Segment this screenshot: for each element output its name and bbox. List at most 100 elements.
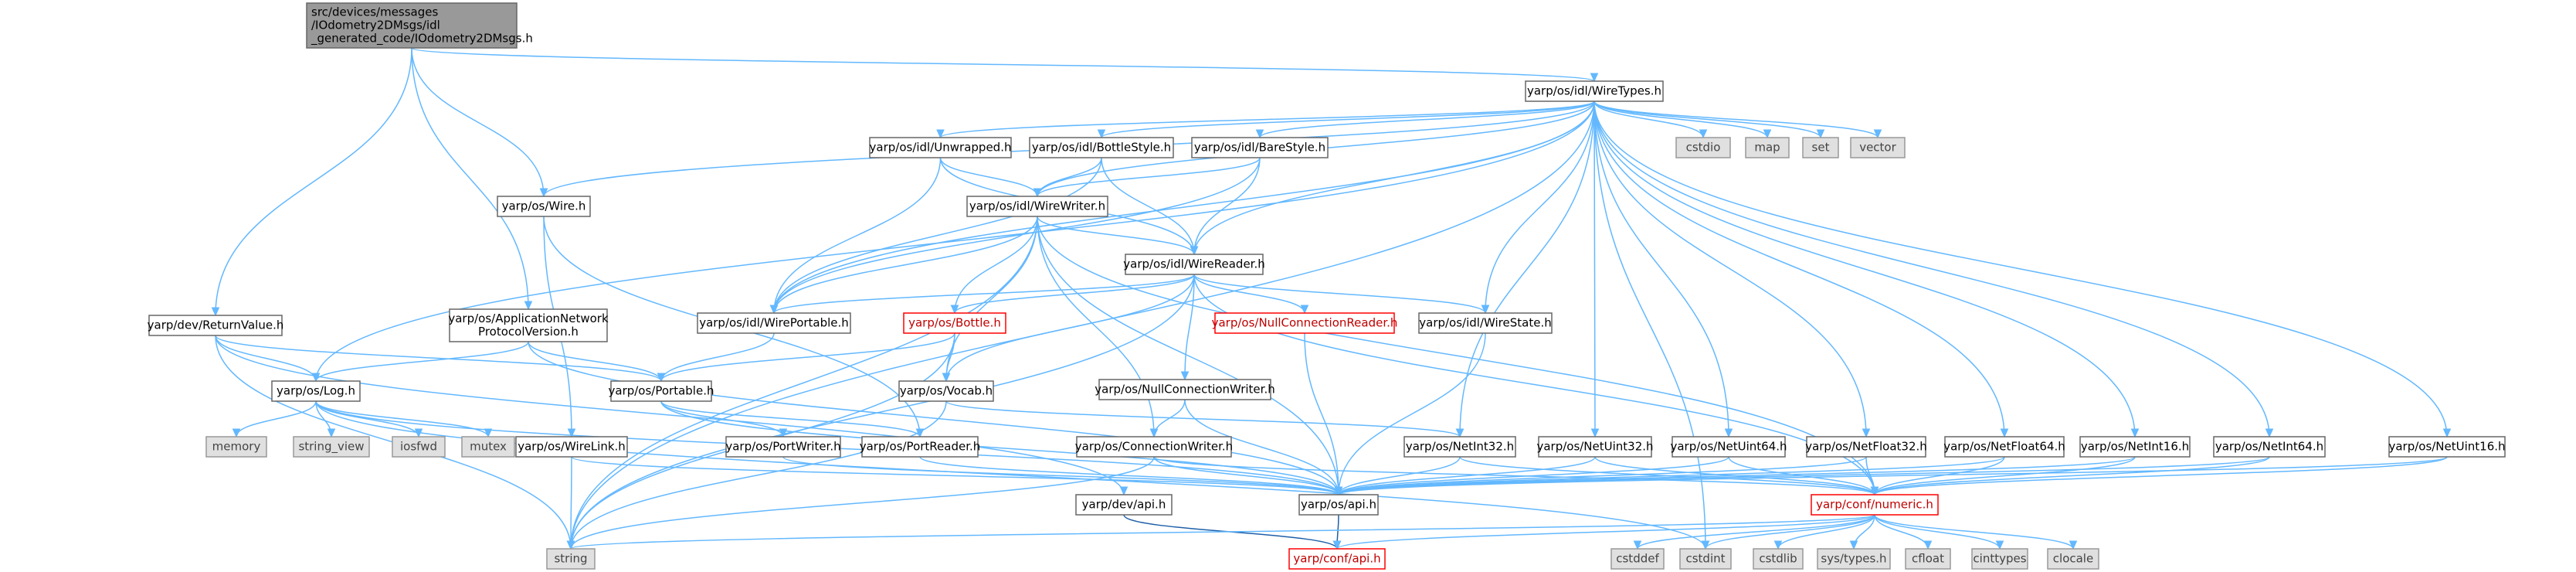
node-wirereader[interactable]: yarp/os/idl/WireReader.h	[1123, 254, 1265, 275]
node-bottlestyle[interactable]: yarp/os/idl/BottleStyle.h	[1029, 137, 1174, 158]
arrowhead	[1180, 371, 1190, 381]
node-label: yarp/conf/api.h	[1293, 551, 1380, 565]
node-unwrapped[interactable]: yarp/os/idl/Unwrapped.h	[869, 137, 1012, 158]
node-vocab[interactable]: yarp/os/Vocab.h	[898, 380, 994, 402]
edge-root-to-appnet	[411, 47, 533, 311]
node-string[interactable]: string	[546, 548, 596, 570]
edge-line	[215, 47, 412, 316]
node-cstdio[interactable]: cstdio	[1675, 137, 1731, 158]
edge-returnvalue-to-devapi	[215, 335, 1128, 496]
node-box	[1075, 494, 1173, 516]
node-systypes[interactable]: sys/types.h	[1817, 548, 1891, 570]
node-wire[interactable]: yarp/os/Wire.h	[497, 196, 591, 217]
node-vector[interactable]: vector	[1850, 137, 1906, 158]
edge-wiretypes-to-unwrapped	[936, 100, 1595, 139]
edge-line	[528, 341, 1339, 495]
node-box	[1944, 436, 2065, 458]
node-label: set	[1812, 140, 1830, 154]
node-nullconnwriter[interactable]: yarp/os/NullConnectionWriter.h	[1095, 379, 1275, 400]
edge-line	[1459, 100, 1595, 438]
edge-line	[1037, 216, 1195, 255]
node-box	[1125, 254, 1264, 275]
node-osapi[interactable]: yarp/os/api.h	[1298, 494, 1379, 516]
edge-appnet-to-log	[311, 341, 529, 383]
node-label: yarp/os/PortWriter.h	[725, 439, 840, 453]
node-netuint64[interactable]: yarp/os/NetUint64.h	[1670, 436, 1787, 458]
arrowhead	[936, 129, 945, 139]
edge-line	[1101, 100, 1595, 138]
arrowhead	[1923, 540, 1933, 550]
node-netuint32[interactable]: yarp/os/NetUint32.h	[1536, 436, 1654, 458]
node-wirelink[interactable]: yarp/os/WireLink.h	[515, 436, 628, 458]
edge-barestyle-to-wirewriter	[1033, 157, 1261, 198]
node-netint32[interactable]: yarp/os/NetInt32.h	[1403, 436, 1516, 458]
arrowhead	[1255, 129, 1264, 139]
edge-line	[411, 47, 529, 310]
node-label: yarp/os/PortReader.h	[860, 439, 981, 453]
node-netfloat32[interactable]: yarp/os/NetFloat32.h	[1805, 436, 1927, 458]
edge-line	[1593, 100, 1879, 138]
node-cstddef[interactable]: cstddef	[1610, 548, 1665, 570]
edge-wiretypes-to-map	[1593, 100, 1772, 139]
node-portreader[interactable]: yarp/os/PortReader.h	[860, 436, 981, 458]
node-appnet[interactable]: yarp/os/ApplicationNetworkProtocolVersio…	[448, 308, 609, 342]
arrowhead	[1334, 486, 1343, 496]
node-confapi[interactable]: yarp/conf/api.h	[1288, 548, 1386, 570]
node-box	[449, 308, 608, 342]
node-wirewriter[interactable]: yarp/os/idl/WireWriter.h	[966, 196, 1108, 217]
edge-line	[1338, 456, 2270, 495]
edge-line	[939, 100, 1595, 138]
edge-root-to-returnvalue	[211, 47, 412, 317]
edge-bottle-to-portable	[657, 332, 955, 383]
node-box	[1610, 548, 1665, 570]
node-wireportable[interactable]: yarp/os/idl/WirePortable.h	[697, 312, 851, 334]
node-wiretypes[interactable]: yarp/os/idl/WireTypes.h	[1525, 80, 1664, 102]
node-netint64[interactable]: yarp/os/NetInt64.h	[2213, 436, 2326, 458]
edge-line	[1777, 514, 1875, 550]
node-box	[725, 436, 841, 458]
node-numeric[interactable]: yarp/conf/numeric.h	[1811, 494, 1939, 516]
node-box	[461, 436, 515, 458]
arrowhead	[1033, 188, 1042, 198]
node-set[interactable]: set	[1802, 137, 1839, 158]
node-iosfwd[interactable]: iosfwd	[392, 436, 446, 458]
node-box	[2388, 436, 2506, 458]
edge-wirereader-to-nullconnreader	[1193, 274, 1309, 315]
node-netint16[interactable]: yarp/os/NetInt16.h	[2079, 436, 2191, 458]
edge-line	[660, 400, 921, 438]
node-root[interactable]: src/devices/messages/IOdometry2DMsgs/idl…	[306, 2, 533, 49]
node-connwriter[interactable]: yarp/os/ConnectionWriter.h	[1075, 436, 1233, 458]
node-cinttypes[interactable]: cinttypes	[1971, 548, 2028, 570]
node-devapi[interactable]: yarp/dev/api.h	[1075, 494, 1173, 516]
edge-nullconnwriter-to-connwriter	[1149, 399, 1186, 438]
node-returnvalue[interactable]: yarp/dev/ReturnValue.h	[148, 315, 284, 336]
node-portable[interactable]: yarp/os/Portable.h	[609, 380, 714, 402]
node-cfloat[interactable]: cfloat	[1905, 548, 1951, 570]
node-box	[903, 312, 1006, 334]
node-wirestate[interactable]: yarp/os/idl/WireState.h	[1418, 312, 1553, 334]
edge-line	[1593, 100, 1706, 550]
node-netfloat64[interactable]: yarp/os/NetFloat64.h	[1943, 436, 2065, 458]
node-nullconnreader[interactable]: yarp/os/NullConnectionReader.h	[1212, 312, 1398, 334]
edge-line	[1037, 157, 1261, 197]
node-mutex[interactable]: mutex	[461, 436, 515, 458]
node-bottle[interactable]: yarp/os/Bottle.h	[903, 312, 1006, 334]
node-clocale[interactable]: clocale	[2047, 548, 2099, 570]
node-netuint16[interactable]: yarp/os/NetUint16.h	[2388, 436, 2506, 458]
edge-line	[570, 456, 572, 550]
edge-line	[1037, 157, 1102, 197]
edge-line	[1193, 157, 1261, 255]
node-cstdlib[interactable]: cstdlib	[1753, 548, 1804, 570]
node-box	[1418, 312, 1553, 334]
node-portwriter[interactable]: yarp/os/PortWriter.h	[725, 436, 841, 458]
node-barestyle[interactable]: yarp/os/idl/BareStyle.h	[1191, 137, 1329, 158]
node-log[interactable]: yarp/os/Log.h	[271, 380, 361, 402]
node-string_view[interactable]: string_view	[293, 436, 370, 458]
node-memory[interactable]: memory	[205, 436, 267, 458]
edge-line	[1338, 456, 1461, 495]
edge-line	[1874, 456, 2005, 495]
node-map[interactable]: map	[1745, 137, 1790, 158]
node-box	[1098, 379, 1271, 400]
node-box	[1403, 436, 1516, 458]
node-cstdint[interactable]: cstdint	[1679, 548, 1732, 570]
